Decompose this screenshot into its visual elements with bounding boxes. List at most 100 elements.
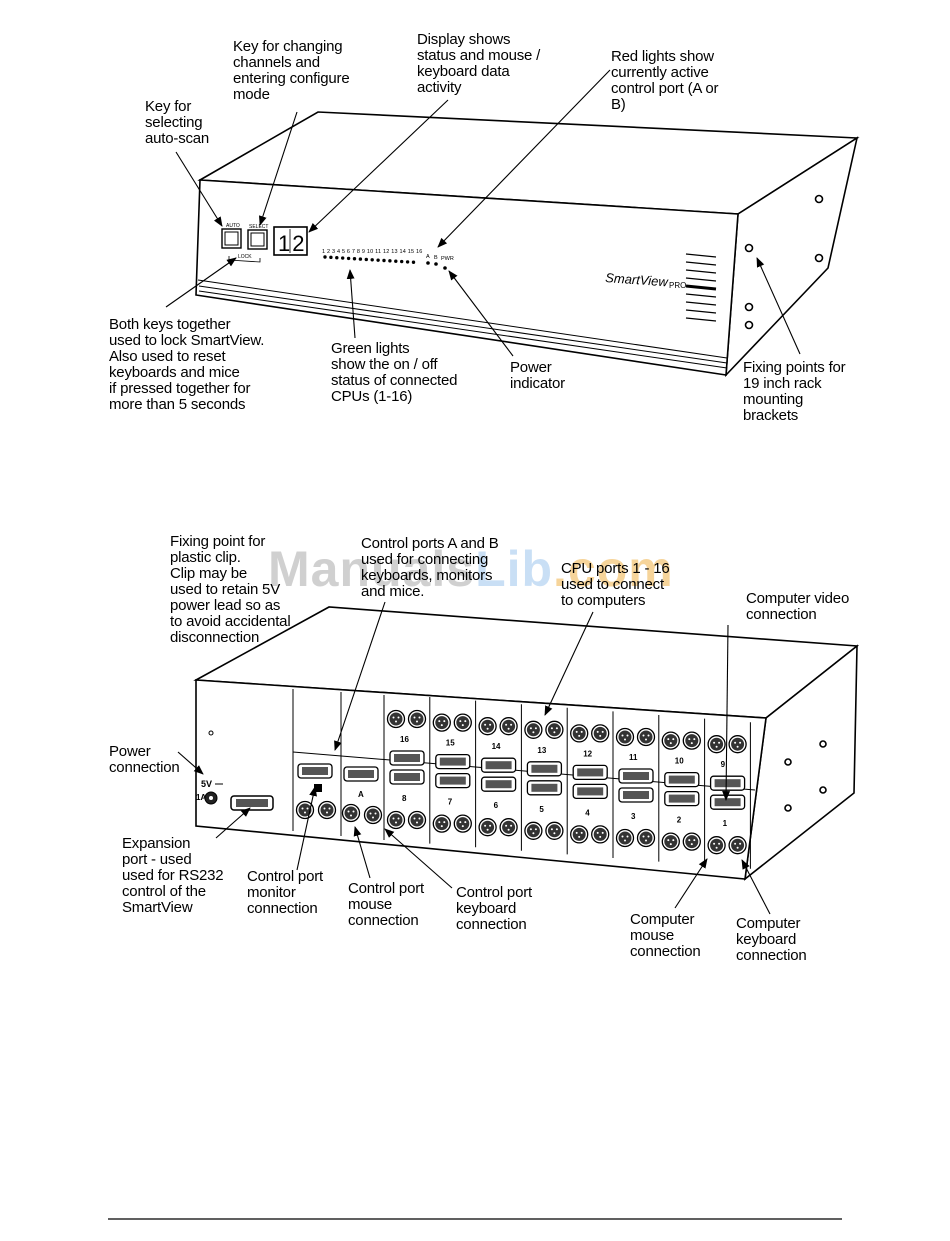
cpu-1-video-socket	[709, 794, 746, 810]
cpu-15-keyboard-socket	[453, 713, 472, 732]
auto-scan-key	[221, 228, 242, 249]
label-computer-video: Computer video connection	[746, 590, 850, 623]
cpu-led-7	[358, 257, 363, 261]
watermark-part1: Manuals	[268, 541, 476, 597]
cpu-14-keyboard-socket	[499, 717, 518, 736]
cpu-port-label-15: 15	[446, 739, 455, 748]
label-expansion-port: Expansion port - used used for RS232 con…	[122, 835, 224, 916]
led-numbers: 1 2 3 4 5 6 7 8 9 10 11 12 13 14 15 16	[322, 249, 422, 255]
label-power-indicator: Power indicator	[510, 359, 565, 392]
cpu-2-keyboard-socket	[682, 832, 701, 851]
cpu-12-keyboard-socket	[591, 724, 610, 743]
cpu-4-video-socket	[572, 783, 608, 800]
label-comp-mouse: Computer mouse connection	[630, 911, 701, 960]
cpu-led-5	[346, 256, 351, 261]
led-port-b	[434, 262, 438, 266]
display-digits: 12	[278, 231, 306, 256]
fixing-hole-5	[814, 253, 824, 263]
cpu-led-15	[405, 260, 410, 264]
cpu-5-video-socket	[526, 780, 563, 796]
cpu-3-keyboard-socket	[636, 828, 656, 848]
label-display: Display shows status and mouse / keyboar…	[417, 31, 541, 96]
cpu-port-7: 7	[432, 772, 472, 833]
control-port-b-monitor-socket	[297, 763, 333, 779]
key-select-label: SELECT	[249, 224, 268, 230]
rear-leaders	[177, 601, 771, 915]
cpu-led-10	[376, 258, 380, 262]
label-cp-mouse: Control port mouse connection	[348, 880, 424, 929]
select-key	[247, 229, 268, 250]
cpu-led-14	[400, 259, 404, 264]
label-fixing-points: Fixing points for 19 inch rack mounting …	[743, 359, 846, 424]
cpu-9-keyboard-socket	[728, 735, 747, 754]
control-port-b-keyboard-socket	[317, 800, 337, 820]
front-unit-face	[195, 179, 739, 376]
cpu-6-video-socket	[480, 776, 517, 792]
cpu-1-mouse-socket	[707, 836, 726, 855]
cpu-9-mouse-socket	[707, 735, 726, 754]
cpu-led-row	[323, 255, 416, 264]
label-auto-scan-key: Key for selecting auto-scan	[145, 98, 210, 147]
fixing-hole-4	[744, 320, 754, 330]
control-port-a: A	[341, 766, 383, 825]
cpu-port-2: 2	[661, 790, 701, 851]
cpu-11-mouse-socket	[615, 727, 635, 747]
cpu-10-keyboard-socket	[682, 731, 701, 750]
cpu-port-label-13: 13	[537, 746, 546, 755]
cpu-port-label-10: 10	[675, 757, 684, 766]
label-comp-keyboard: Computer keyboard connection	[736, 915, 807, 964]
cpu-port-label-3: 3	[631, 812, 636, 821]
cpu-14-video-socket	[480, 757, 517, 773]
cpu-led-8	[364, 257, 368, 262]
cpu-port-13: 13	[524, 707, 568, 855]
front-leaders	[165, 69, 801, 357]
cpu-port-label-1: 1	[723, 819, 728, 828]
cpu-port-label-16: 16	[400, 735, 409, 744]
label-channel-key: Key for changing channels and entering c…	[233, 38, 350, 103]
front-unit	[195, 111, 860, 378]
brand-suffix: PRO	[669, 281, 686, 290]
cpu-13-keyboard-socket	[545, 720, 564, 739]
cpu-7-video-socket	[435, 772, 471, 789]
watermark-part2: Lib	[475, 541, 554, 597]
cpu-led-6	[352, 257, 357, 261]
cpu-port-4: 4	[570, 783, 610, 844]
cpu-port-label-14: 14	[492, 742, 501, 751]
cpu-port-label-6: 6	[494, 801, 499, 810]
cpu-3-video-socket	[618, 787, 654, 803]
label-both-keys: Both keys together used to lock SmartVie…	[109, 316, 265, 413]
cpu-port-12: 12	[570, 711, 614, 858]
cpu-8-video-socket	[389, 769, 425, 785]
cpu-port-6: 6	[478, 776, 518, 837]
label-green-lights: Green lights show the on / off status of…	[331, 340, 458, 405]
cpu-11-video-socket	[618, 768, 654, 784]
cpu-14-mouse-socket	[478, 717, 497, 736]
cpu-5-mouse-socket	[524, 821, 543, 840]
fixing-hole-1	[744, 243, 754, 253]
label-cp-keyboard: Control port keyboard connection	[456, 884, 532, 933]
cpu-port-10: 10	[661, 718, 706, 866]
cpu-port-8: 8	[386, 769, 427, 830]
power-current-label: 1A	[196, 793, 206, 802]
cpu-port-label-7: 7	[448, 798, 453, 807]
label-control-ports: Control ports A and B used for connectin…	[361, 535, 499, 600]
cpu-led-12	[388, 259, 392, 263]
cpu-16-mouse-socket	[386, 709, 406, 729]
cpu-port-3: 3	[615, 787, 656, 848]
cpu-8-keyboard-socket	[407, 810, 427, 830]
port-a-label: A	[426, 254, 430, 260]
cpu-16-video-socket	[389, 750, 425, 766]
cpu-12-video-socket	[572, 764, 608, 781]
label-cpu-ports: CPU ports 1 - 16 used to connect to comp…	[561, 560, 670, 609]
cpu-port-label-9: 9	[721, 760, 726, 769]
cpu-15-video-socket	[435, 753, 471, 770]
cpu-port-5: 5	[524, 780, 564, 840]
cpu-led-13	[394, 259, 398, 263]
cpu-port-1: 1	[707, 794, 747, 855]
cpu-5-keyboard-socket	[545, 821, 564, 840]
label-red-lights: Red lights show currently active control…	[611, 48, 719, 113]
cpu-port-15: 15	[432, 700, 477, 848]
rear-unit	[193, 606, 860, 881]
